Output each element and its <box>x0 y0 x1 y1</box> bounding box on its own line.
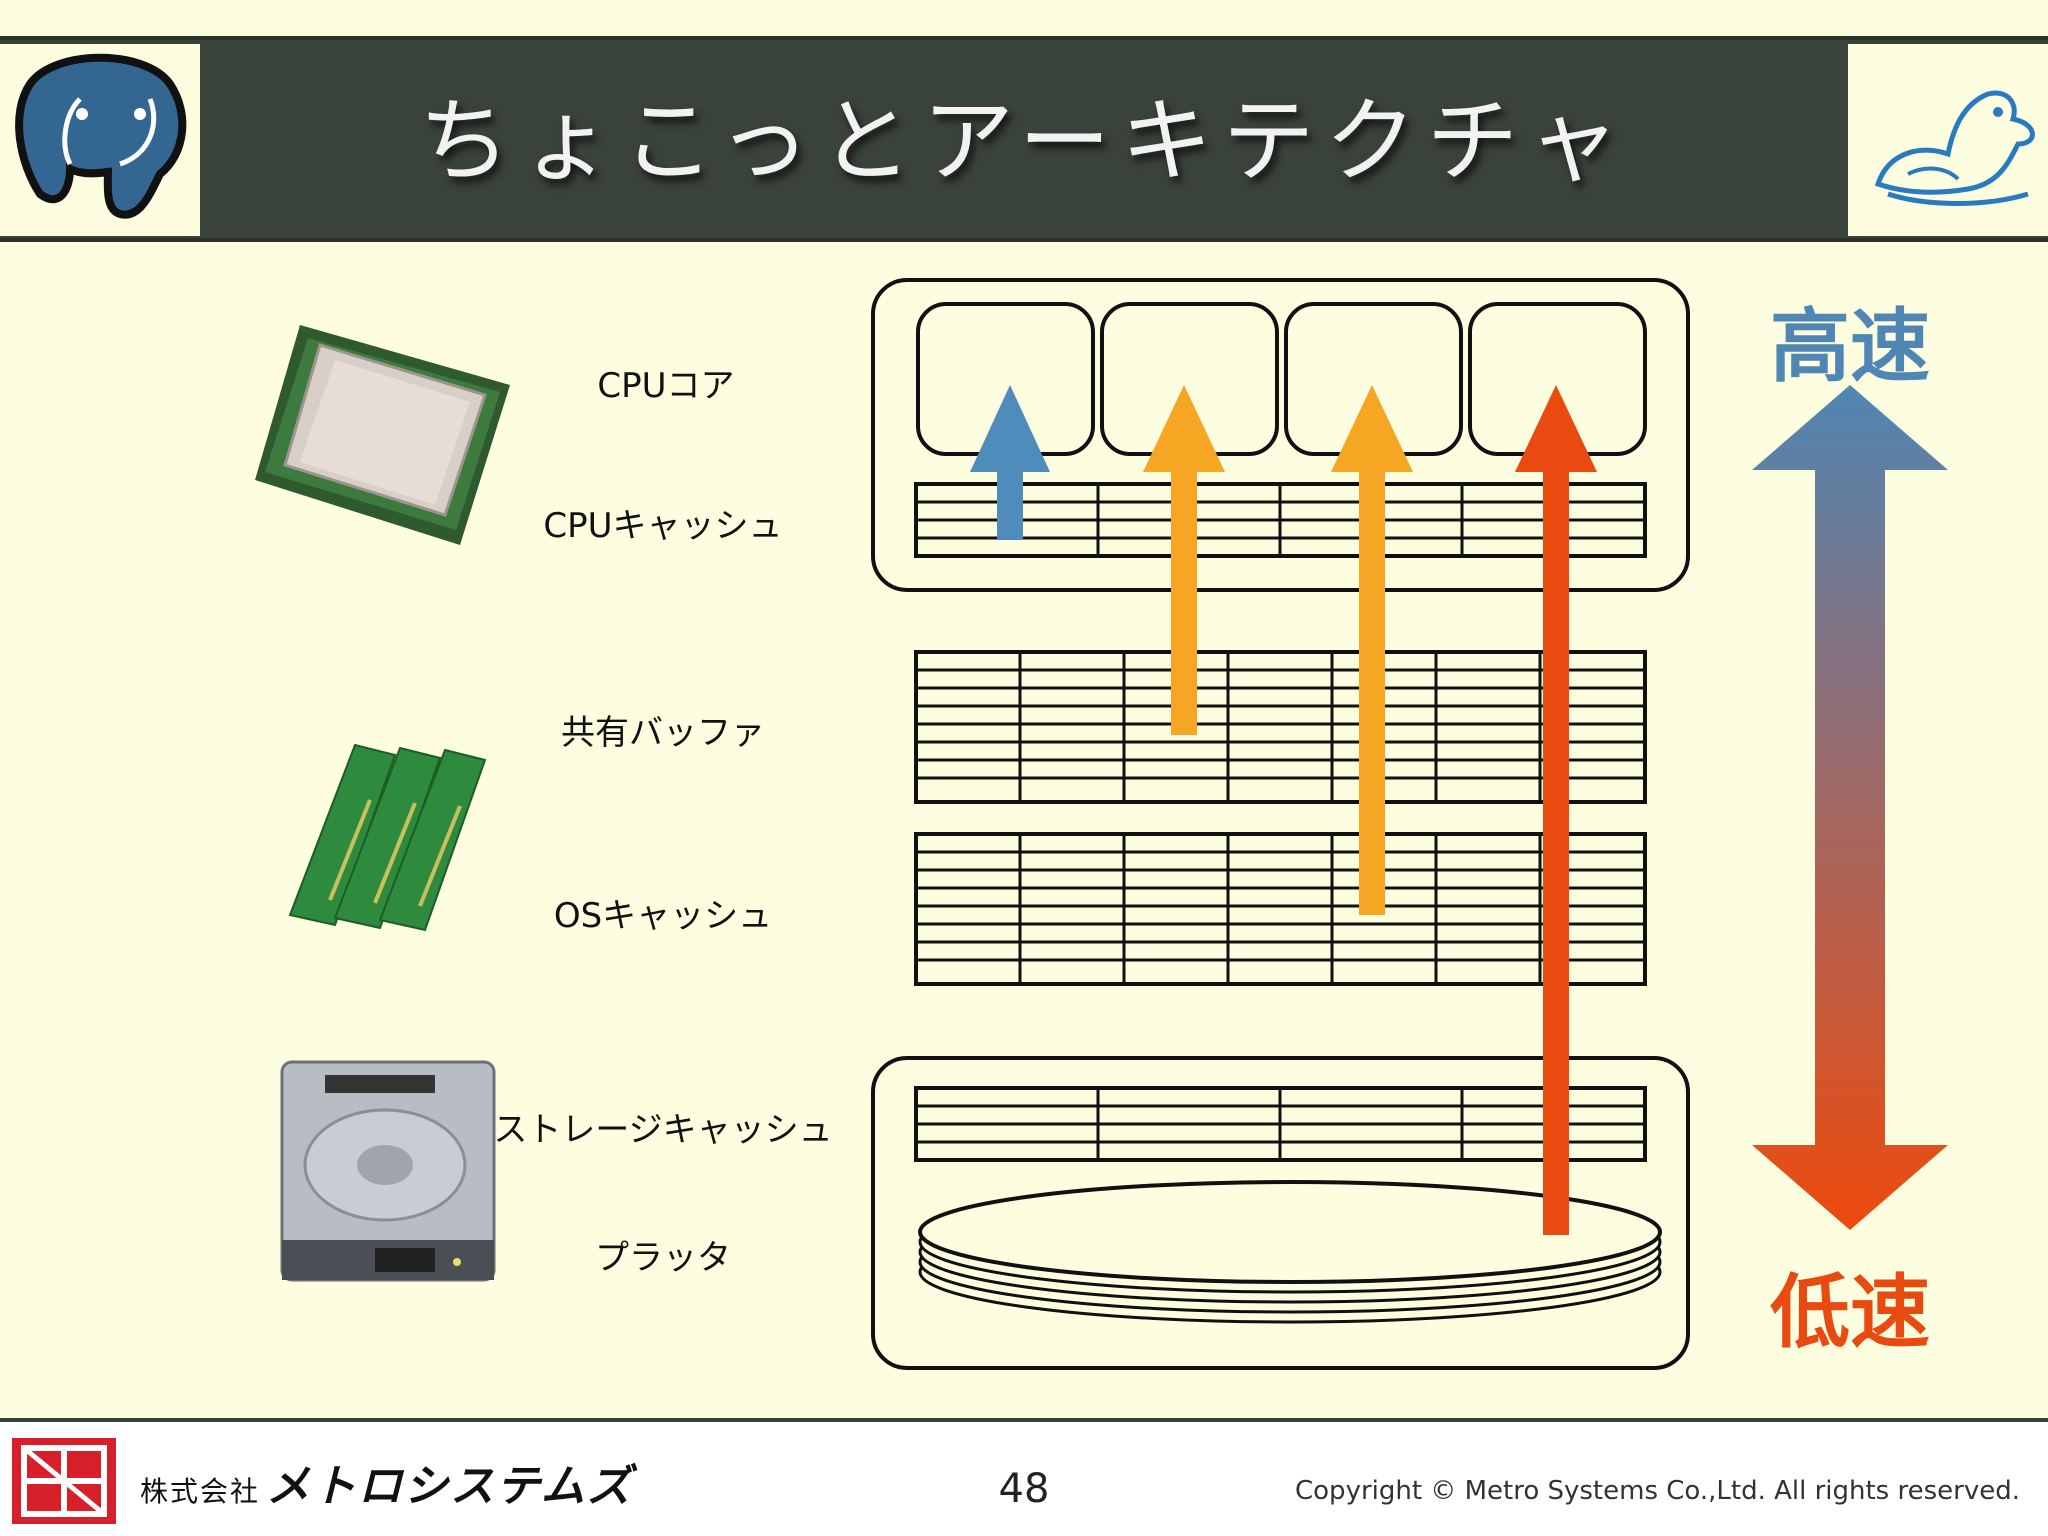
cpu-cache-grid <box>914 482 1647 558</box>
arrow-platter-to-core <box>1515 385 1597 1235</box>
page-number: 48 <box>998 1466 1050 1512</box>
arrow-cpu-cache-to-core <box>970 385 1050 540</box>
os-cache-grid <box>914 832 1647 986</box>
label-slow: 低速 <box>1770 1266 1930 1359</box>
shared-buffer-grid <box>914 650 1647 804</box>
platter-stack <box>918 1180 1662 1324</box>
bird-logo-icon <box>1848 44 2048 236</box>
label-cpu-cache: CPUキャッシュ <box>543 506 783 546</box>
company-name: 株式会社メトロシステムズ <box>140 1450 633 1514</box>
storage-box <box>871 1056 1690 1370</box>
postgresql-elephant-icon <box>0 44 200 236</box>
label-platter: プラッタ <box>595 1238 731 1278</box>
label-os-cache: OSキャッシュ <box>553 896 773 936</box>
cpu-package-box <box>871 278 1690 592</box>
label-storage-cache: ストレージキャッシュ <box>493 1110 833 1150</box>
arrow-shared-buffer-to-core <box>1143 385 1225 735</box>
company-prefix: 株式会社 <box>140 1475 261 1508</box>
footer <box>0 1422 2048 1536</box>
label-fast: 高速 <box>1770 300 1930 393</box>
footer-divider <box>0 1418 2048 1422</box>
cpu-chip-icon <box>255 325 510 545</box>
title-bar <box>0 36 2048 242</box>
arrow-os-cache-to-core <box>1331 385 1413 915</box>
copyright-text: Copyright © Metro Systems Co.,Ltd. All r… <box>1295 1476 2020 1506</box>
label-shared-buffer: 共有バッファ <box>561 713 765 753</box>
page-title: ちょこっとアーキテクチャ <box>418 88 1630 195</box>
memory-module-icon <box>288 743 487 932</box>
storage-cache-grid <box>914 1086 1647 1162</box>
company-name-text: メトロシステムズ <box>266 1461 633 1512</box>
hard-disk-icon <box>280 1060 496 1282</box>
label-cpu-core: CPUコア <box>597 366 735 406</box>
speed-double-arrow <box>1752 385 1948 1230</box>
